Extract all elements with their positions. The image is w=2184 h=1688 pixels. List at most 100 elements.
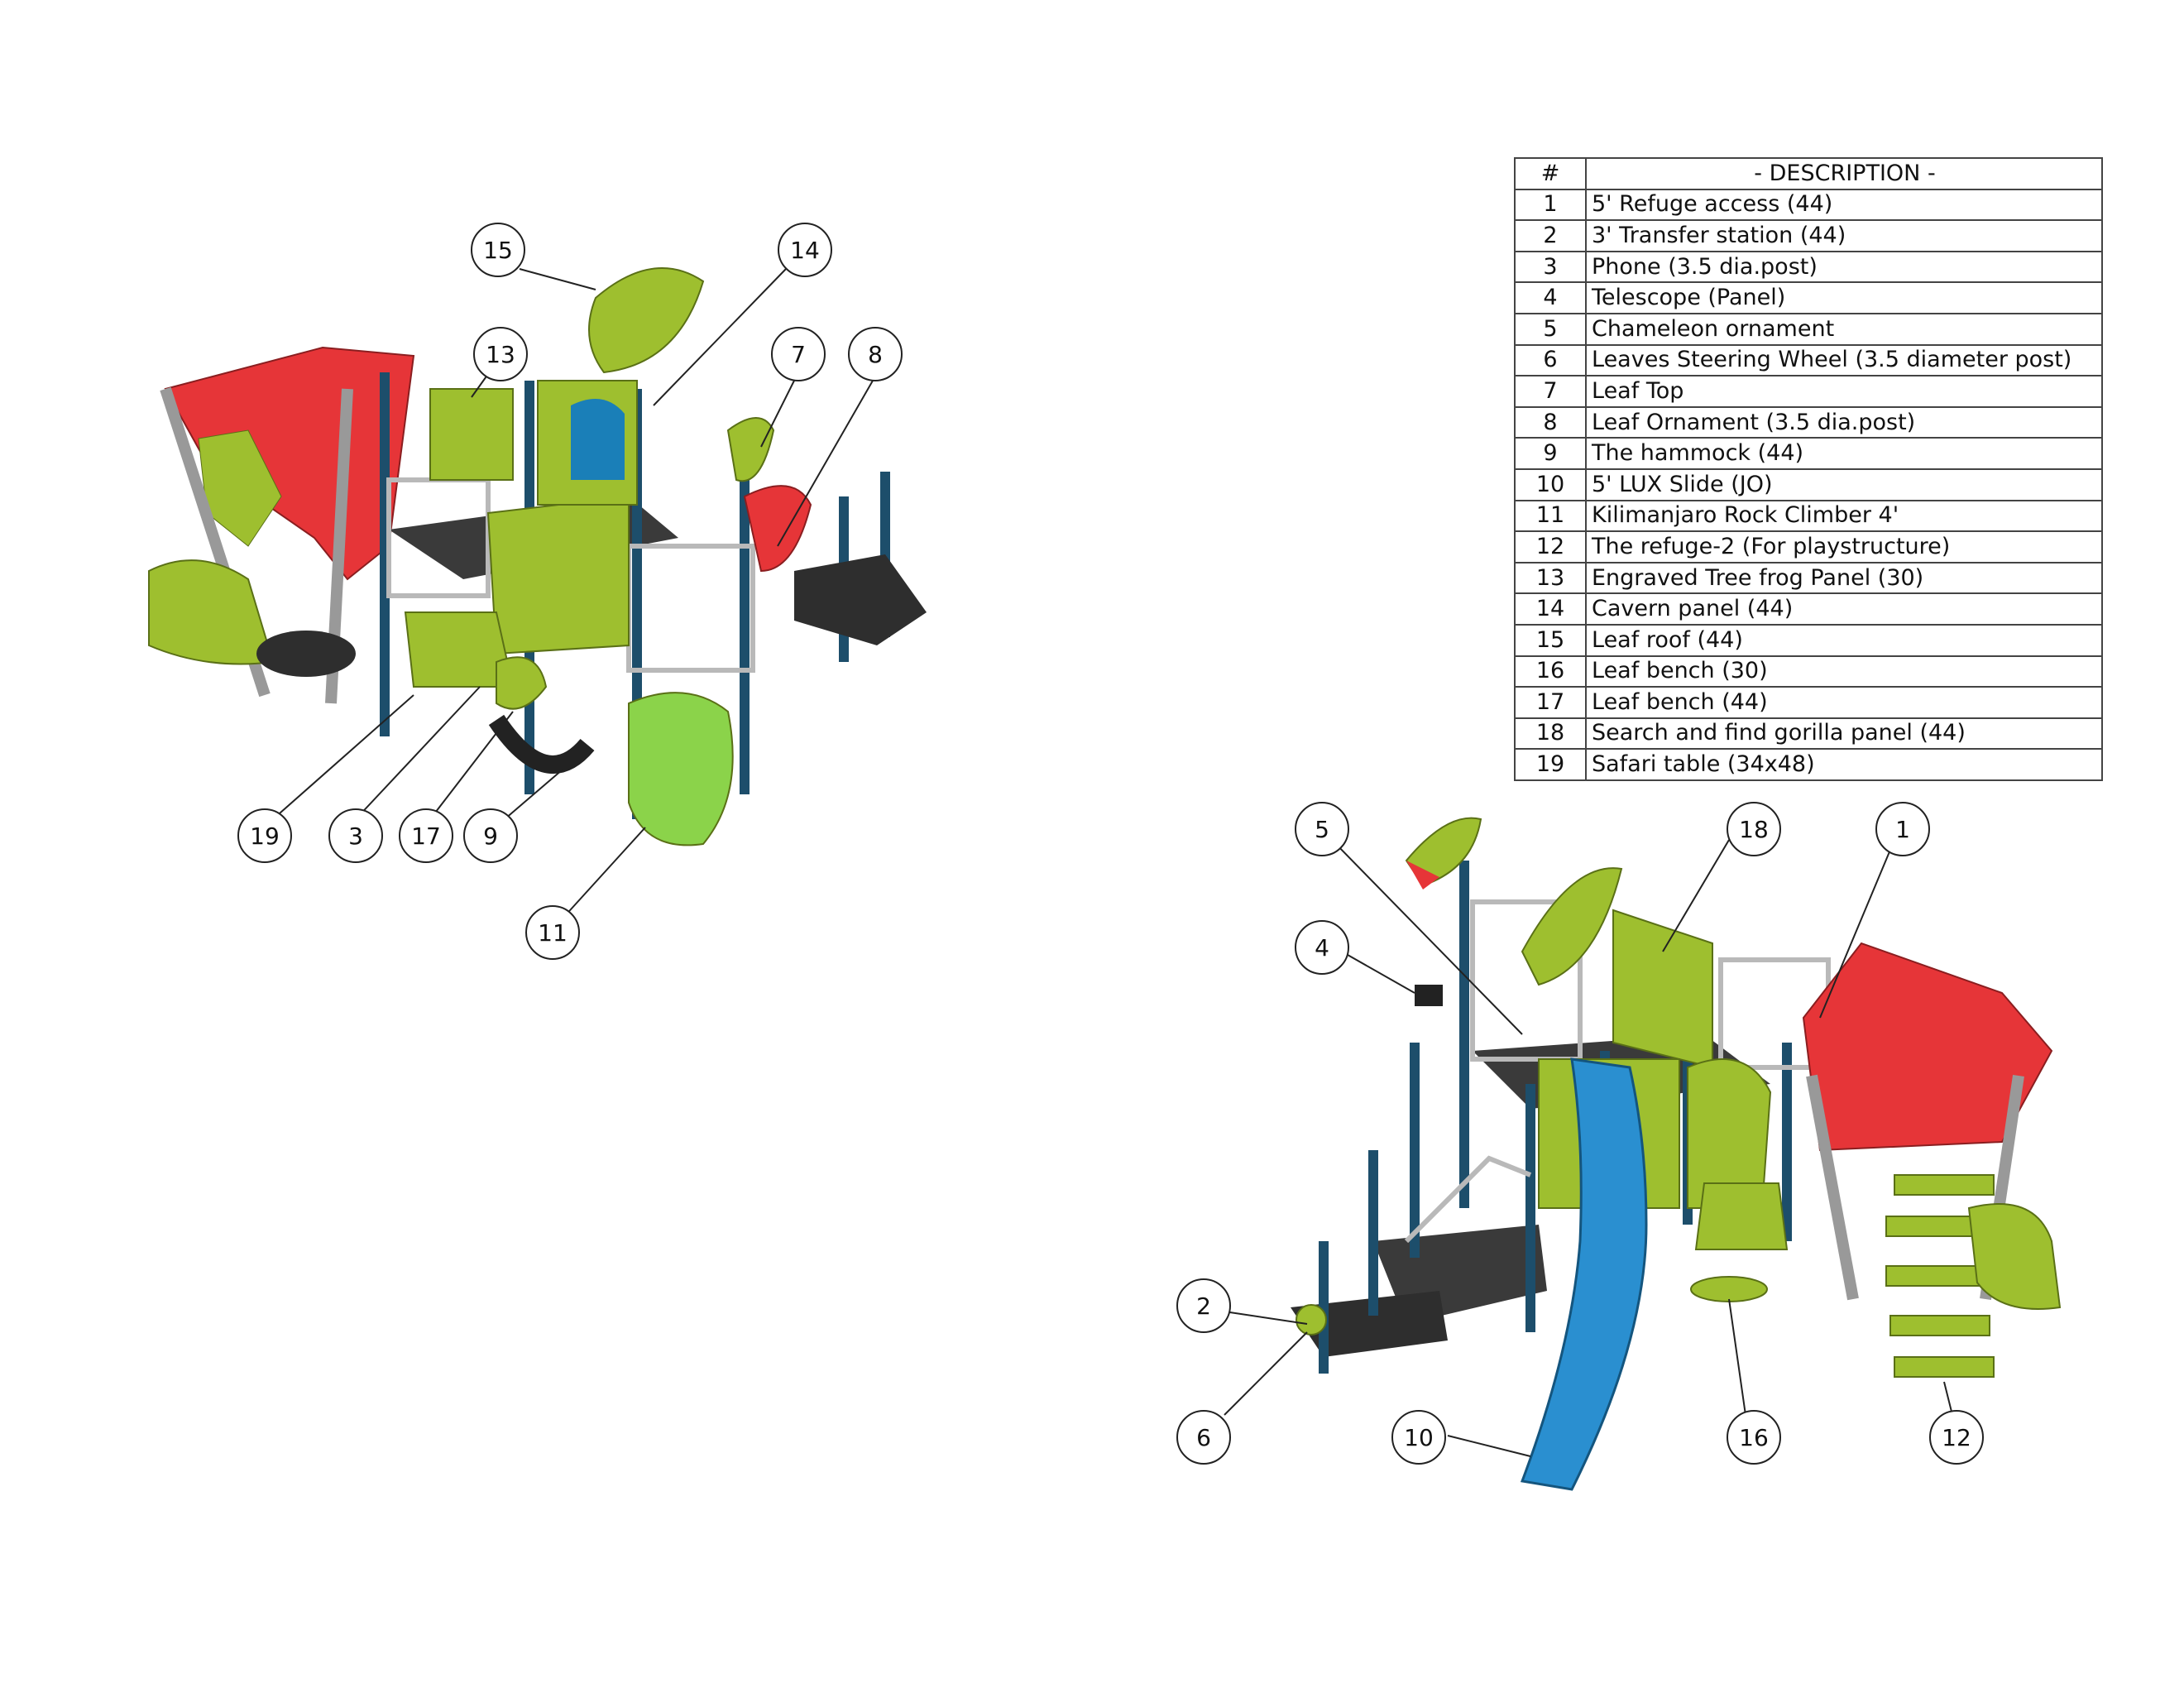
row-number: 4 <box>1514 281 1587 314</box>
svg-text:13: 13 <box>486 341 515 368</box>
svg-text:19: 19 <box>250 822 280 850</box>
row-description: 5' LUX Slide (JO) <box>1585 468 2103 501</box>
row-description: Leaf roof (44) <box>1585 623 2103 657</box>
callout-7: 7 <box>771 327 826 381</box>
svg-text:9: 9 <box>483 822 498 850</box>
header-description: - DESCRIPTION - <box>1585 157 2103 190</box>
row-description: Telescope (Panel) <box>1585 281 2103 314</box>
leaf-bench-right <box>1690 1276 1768 1302</box>
climber-panel-left <box>148 559 275 665</box>
parts-table-header: # - DESCRIPTION - <box>1514 157 2103 190</box>
callout-2: 2 <box>1176 1278 1231 1333</box>
svg-text:6: 6 <box>1196 1424 1211 1451</box>
safari-table-right <box>1694 1182 1789 1250</box>
row-number: 19 <box>1514 748 1587 781</box>
row-description: 3' Transfer station (44) <box>1585 219 2103 252</box>
row-description: Leaves Steering Wheel (3.5 diameter post… <box>1585 343 2103 377</box>
callout-3: 3 <box>328 808 383 863</box>
row-number: 10 <box>1514 468 1587 501</box>
row-number: 7 <box>1514 375 1587 408</box>
callout-9: 9 <box>463 808 518 863</box>
svg-text:3: 3 <box>348 822 363 850</box>
row-description: Leaf Ornament (3.5 dia.post) <box>1585 405 2103 439</box>
leaf-ornament-red <box>743 485 812 573</box>
row-number: 18 <box>1514 717 1587 750</box>
right-structure-view <box>1291 817 2062 1491</box>
row-number: 13 <box>1514 561 1587 595</box>
callout-12: 12 <box>1929 1410 1984 1465</box>
svg-text:2: 2 <box>1196 1292 1211 1320</box>
svg-text:10: 10 <box>1404 1424 1434 1451</box>
callout-17: 17 <box>399 808 453 863</box>
row-description: Kilimanjaro Rock Climber 4' <box>1585 499 2103 533</box>
green-side-panel <box>486 495 630 655</box>
row-number: 15 <box>1514 623 1587 657</box>
row-description: Engraved Tree frog Panel (30) <box>1585 561 2103 595</box>
callout-8: 8 <box>848 327 903 381</box>
row-description: Search and find gorilla panel (44) <box>1585 717 2103 750</box>
svg-text:17: 17 <box>411 822 441 850</box>
svg-text:12: 12 <box>1942 1424 1971 1451</box>
leaf-roof <box>588 267 705 374</box>
row-description: Cavern panel (44) <box>1585 592 2103 626</box>
svg-text:14: 14 <box>790 237 820 264</box>
row-number: 16 <box>1514 655 1587 688</box>
row-description: Leaf bench (44) <box>1585 686 2103 719</box>
svg-text:16: 16 <box>1739 1424 1769 1451</box>
gorilla-panel <box>1612 909 1713 1069</box>
row-number: 11 <box>1514 499 1587 533</box>
blue-slide <box>1520 1057 1648 1491</box>
row-description: The refuge-2 (For playstructure) <box>1585 530 2103 563</box>
svg-text:15: 15 <box>483 237 513 264</box>
callout-15: 15 <box>471 223 525 277</box>
row-description: 5' Refuge access (44) <box>1585 188 2103 222</box>
row-number: 8 <box>1514 405 1587 439</box>
svg-text:8: 8 <box>868 341 883 368</box>
row-description: Safari table (34x48) <box>1585 748 2103 781</box>
row-description: Chameleon ornament <box>1585 312 2103 346</box>
leaf-roof-right <box>1521 867 1623 986</box>
row-number: 6 <box>1514 343 1587 377</box>
row-number: 1 <box>1514 188 1587 222</box>
callout-11: 11 <box>525 905 580 960</box>
callout-1: 1 <box>1875 802 1930 856</box>
svg-text:11: 11 <box>538 919 568 947</box>
leader-lines <box>272 268 1953 1457</box>
row-description: Leaf bench (30) <box>1585 655 2103 688</box>
row-description: Leaf Top <box>1585 375 2103 408</box>
svg-text:1: 1 <box>1895 816 1910 843</box>
refuge-ladder <box>1885 1174 1995 1378</box>
callout-10: 10 <box>1391 1410 1446 1465</box>
svg-text:4: 4 <box>1315 934 1329 961</box>
row-description: The hammock (44) <box>1585 437 2103 470</box>
callout-18: 18 <box>1727 802 1781 856</box>
callout-16: 16 <box>1727 1410 1781 1465</box>
row-number: 5 <box>1514 312 1587 346</box>
callout-6: 6 <box>1176 1410 1231 1465</box>
hammock-left <box>488 714 595 774</box>
callout-4: 4 <box>1295 920 1349 975</box>
header-number: # <box>1514 157 1587 190</box>
row-description: Phone (3.5 dia.post) <box>1585 250 2103 284</box>
